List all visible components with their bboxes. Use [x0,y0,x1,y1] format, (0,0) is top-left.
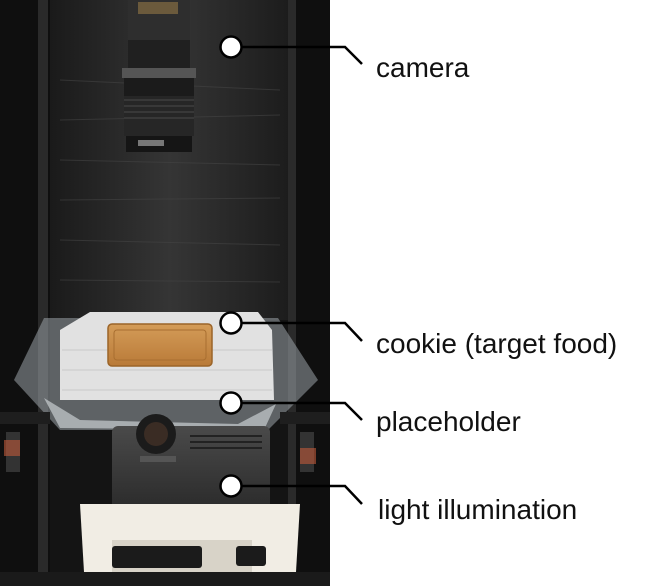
cookie [107,323,213,367]
projector [112,414,270,512]
left-edge [38,0,48,586]
setup-photo [0,0,330,586]
left-rail [0,412,50,424]
label-camera: camera [376,52,470,83]
right-edge [288,0,296,586]
label-placeholder: placeholder [376,406,521,437]
camera-assembly [122,0,196,152]
right-rail [280,412,330,424]
placeholder-plate [44,398,276,430]
label-cookie: cookie (target food) [376,328,618,359]
label-light-illumination: light illumination [378,494,578,525]
white-stand [80,504,300,572]
